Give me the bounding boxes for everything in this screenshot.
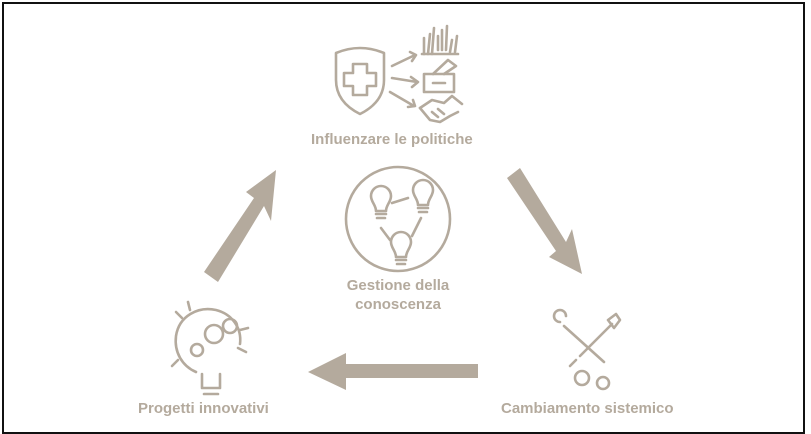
node-label-knowledge-management: Gestione della conoscenza <box>331 276 465 314</box>
handshake-icon <box>418 94 464 124</box>
shield-arrows <box>388 50 420 109</box>
cycle-arrows <box>204 168 582 390</box>
node-label-systemic-change: Cambiamento sistemico <box>501 400 674 417</box>
ballot-box-icon <box>422 58 458 94</box>
innovation-head-gears-icon <box>170 300 250 396</box>
arrow-up-right <box>204 170 276 282</box>
tools-gears-icon <box>552 308 622 391</box>
center-label-line-2: conoscenza <box>355 296 441 313</box>
center-label-line-1: Gestione della <box>346 277 450 294</box>
arrow-left <box>308 353 478 390</box>
raised-hands-icon <box>420 24 460 56</box>
arrow-down-right <box>507 168 582 274</box>
swiss-shield-icon <box>334 46 386 116</box>
lightbulb-network-icon <box>344 165 452 273</box>
node-label-innovative-projects: Progetti innovativi <box>138 400 269 417</box>
node-label-influence-policies: Influenzare le politiche <box>311 131 473 148</box>
